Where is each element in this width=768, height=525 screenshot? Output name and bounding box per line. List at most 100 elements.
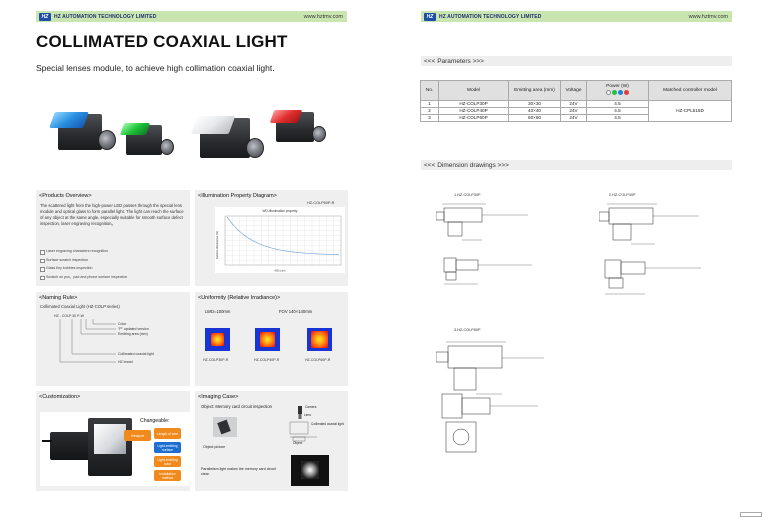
custom-chip: Viewport [124, 430, 151, 441]
naming-label: Emitting area (mm) [118, 332, 148, 336]
cell-voltage: 24V [560, 114, 587, 122]
dimension-drawing-2 [599, 203, 701, 295]
page-title: COLLIMATED COAXIAL LIGHT [36, 32, 288, 51]
power-header-label: Power (W) [606, 84, 629, 89]
customization-panel: <Customization> Changeable: Viewport Len… [36, 391, 192, 491]
dimension-drawing-1 [436, 203, 532, 285]
table-row: 1 HZ-COLP30P 30×30 24V 4.5 HZ-CPL515D [420, 100, 732, 122]
cell-model: HZ-COLP40P [438, 107, 509, 115]
catalog-page-right: HZ HZ AUTOMATION TECHNOLOGY LIMITED www.… [384, 0, 768, 525]
table-header: No. [420, 80, 439, 101]
overview-panel: <Products Overview> The scattered light … [36, 190, 190, 286]
overview-bullets: Laser engraving characters recognition S… [40, 247, 190, 281]
red-dot-icon [624, 90, 629, 95]
cell-power: 4.5 [586, 107, 649, 115]
page-header: HZ HZ AUTOMATION TECHNOLOGY LIMITED www.… [36, 11, 347, 22]
overview-title: <Products Overview> [39, 193, 92, 199]
page-header: HZ HZ AUTOMATION TECHNOLOGY LIMITED www.… [421, 11, 732, 22]
green-dot-icon [612, 90, 617, 95]
cell-model: HZ-COLP60P [438, 114, 509, 122]
imaging-note: Parallelism light makes the memory card … [201, 467, 277, 476]
naming-series: Collimated Coaxial Light (HZ-COLP series… [40, 304, 120, 309]
bullet-item: Glass tiny bubbles inspection [40, 264, 190, 273]
cell-voltage: 24V [560, 107, 587, 115]
heatmap-caption: HZ-COLP40P-R [254, 358, 280, 362]
naming-panel: <Naming Rule> Collimated Coaxial Light (… [36, 292, 190, 386]
imaging-panel: <Imaging Case> Object: Memory card circu… [195, 391, 348, 491]
company-logo: HZ [39, 12, 51, 21]
custom-chip: Installation method [154, 470, 181, 481]
cell-power: 4.5 [586, 114, 649, 122]
bullet-item: Scratch on pcs、pad and phone surface ins… [40, 273, 190, 282]
naming-lines [59, 319, 116, 363]
illumination-panel: <Illumination Property Diagram> HZ-COLP6… [195, 190, 348, 286]
overview-text: The scattered light from the high-power … [40, 203, 184, 226]
illumination-curve [226, 216, 340, 255]
object-picture-label: Object picture [203, 445, 226, 449]
white-dot-icon [606, 90, 611, 95]
naming-label: Collimated coaxial light [118, 352, 154, 356]
drawing-label: 1.HZ-COLP30P [454, 193, 481, 197]
page-subtitle: Special lenses module, to achieve high c… [36, 63, 275, 73]
customization-heading: Changeable: [140, 418, 170, 424]
cell-no: 3 [420, 114, 439, 122]
cell-area: 30×30 [508, 100, 561, 108]
naming-title: <Naming Rule> [39, 295, 78, 301]
table-header: Emitting area (mm) [508, 80, 561, 101]
naming-label: HZ brand [118, 360, 133, 364]
illumination-model: HZ-COLP60P-R [307, 201, 335, 205]
uniformity-fov: FOV 140×140mm [279, 309, 313, 314]
uniformity-panel: <Uniformity (Relative Irradiance)> LWD=1… [195, 292, 348, 386]
cell-area: 60×60 [508, 114, 561, 122]
cell-controller: HZ-CPL515D [648, 100, 732, 122]
power-color-dots [606, 90, 629, 95]
imaging-title: <Imaging Case> [198, 394, 239, 400]
illumination-chart-svg: WD-Illumination property WD (mm) Relativ… [215, 209, 342, 273]
object-label: Object [293, 441, 303, 445]
heatmap-caption: HZ-COLP30P-R [203, 358, 229, 362]
blue-dot-icon [618, 90, 623, 95]
website-url[interactable]: www.hztmv.com [688, 13, 728, 20]
page-corner-mark [740, 512, 762, 517]
drawing-label: 2.HZ-COLP40P [609, 193, 636, 197]
camera-label: Camera [305, 405, 317, 409]
parameters-heading: <<< Parameters >>> [421, 56, 732, 66]
cell-power: 4.5 [586, 100, 649, 108]
imaging-object: Object: Memory card circuit inspection [201, 404, 272, 409]
lens-label: Lens [304, 413, 311, 417]
table-header: Voltage [560, 80, 587, 101]
imaging-setup-diagram [289, 406, 317, 442]
chart-title: WD-Illumination property [262, 209, 297, 213]
table-header: Model [438, 80, 509, 101]
company-name: HZ AUTOMATION TECHNOLOGY LIMITED [54, 13, 157, 20]
uniformity-title: <Uniformity (Relative Irradiance)> [198, 295, 281, 301]
brand: HZ HZ AUTOMATION TECHNOLOGY LIMITED [39, 12, 157, 21]
heatmap-40 [255, 328, 280, 351]
bullet-item: Surface scratch inspection [40, 256, 190, 265]
customization-image: Changeable: Viewport Length of wire Ligh… [40, 412, 192, 486]
table-row: 3 HZ-COLP60P 60×60 24V 4.5 [420, 114, 732, 122]
illumination-chart: WD-Illumination property WD (mm) Relativ… [215, 207, 345, 273]
custom-chip: Light-emitting color [154, 456, 181, 467]
heatmap-30 [205, 328, 230, 351]
product-photo [36, 96, 348, 184]
drawing-label: 3.HZ-COLP60P [454, 328, 481, 332]
website-url[interactable]: www.hztmv.com [303, 13, 343, 20]
naming-code: HZ - COLP 30 P-W [54, 314, 84, 318]
inspection-result-image [291, 455, 329, 486]
cell-area: 40×40 [508, 107, 561, 115]
custom-chip: Light-emitting surface [154, 442, 181, 453]
chart-xlabel: WD (mm) [274, 269, 285, 273]
cell-no: 2 [420, 107, 439, 115]
naming-label: Color [118, 322, 127, 326]
cell-model: HZ-COLP30P [438, 100, 509, 108]
company-name: HZ AUTOMATION TECHNOLOGY LIMITED [439, 13, 542, 20]
dimension-drawing-3 [436, 341, 544, 453]
heatmap-caption: HZ-COLP60P-R [305, 358, 331, 362]
company-logo: HZ [424, 12, 436, 21]
light-label: Collimated coaxial light [311, 422, 344, 426]
brand: HZ HZ AUTOMATION TECHNOLOGY LIMITED [424, 12, 542, 21]
chart-frame [224, 215, 342, 266]
dimension-heading: <<< Dimension drawings >>> [421, 160, 732, 170]
parameters-table: No. Model Emitting area (mm) Voltage Pow… [420, 80, 732, 122]
